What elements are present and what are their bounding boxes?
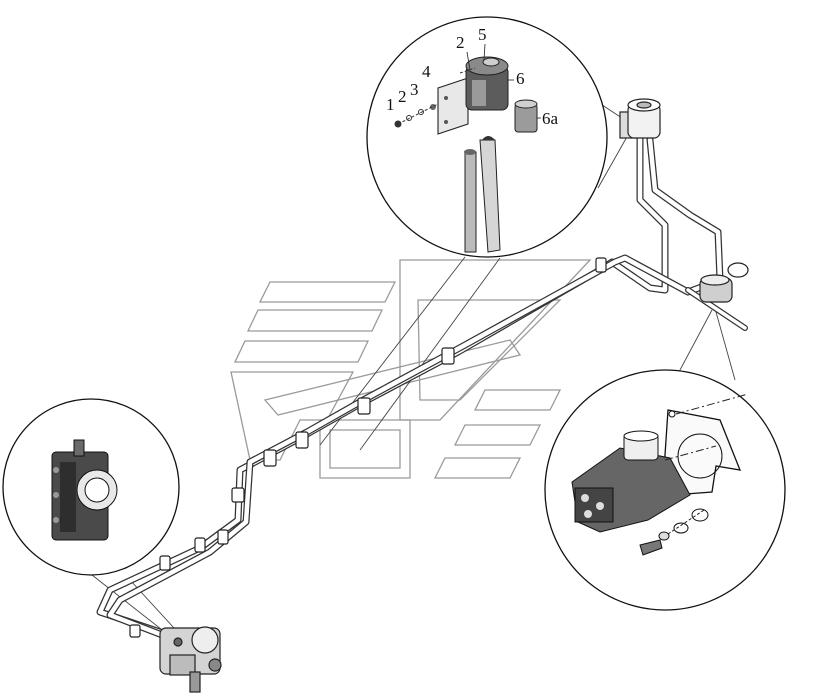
callout-2b: 2 — [456, 33, 465, 52]
hose-clamp — [231, 487, 245, 503]
callout-2: 2 — [398, 87, 407, 106]
detail-circle-reservoir: 1 2 3 4 2 5 6 6a — [366, 16, 608, 258]
hose-clamp — [441, 347, 455, 365]
steering-gear-assembly — [159, 626, 222, 693]
hose-clamp — [263, 449, 277, 467]
banjo-bolt — [639, 539, 663, 556]
callout-5: 5 — [478, 25, 487, 44]
suction-pipe — [464, 151, 477, 253]
detail-circle-steering-gear — [2, 398, 180, 576]
o-ring — [673, 522, 689, 534]
detail-circle-pump — [544, 369, 786, 611]
hose-clamps — [129, 257, 607, 638]
washer — [658, 531, 670, 541]
callout-6a: 6a — [542, 109, 559, 128]
hose-clamp — [357, 397, 371, 415]
watermark-logo — [230, 259, 592, 479]
callout-4: 4 — [422, 62, 431, 81]
o-ring — [691, 508, 709, 522]
hose-clamp — [217, 529, 229, 545]
hose-clamp — [129, 624, 141, 638]
mounting-bracket — [437, 77, 469, 135]
callout-1: 1 — [386, 95, 395, 114]
callout-6: 6 — [516, 69, 525, 88]
hose-clamp — [194, 537, 206, 553]
gasket-ring — [727, 262, 749, 278]
hose-clamp — [295, 431, 309, 449]
pump-assembly — [699, 262, 749, 303]
reservoir-assembly — [619, 98, 661, 139]
callout-3: 3 — [410, 80, 419, 99]
hose-clamp — [159, 555, 171, 571]
hose-clamp — [595, 257, 607, 273]
